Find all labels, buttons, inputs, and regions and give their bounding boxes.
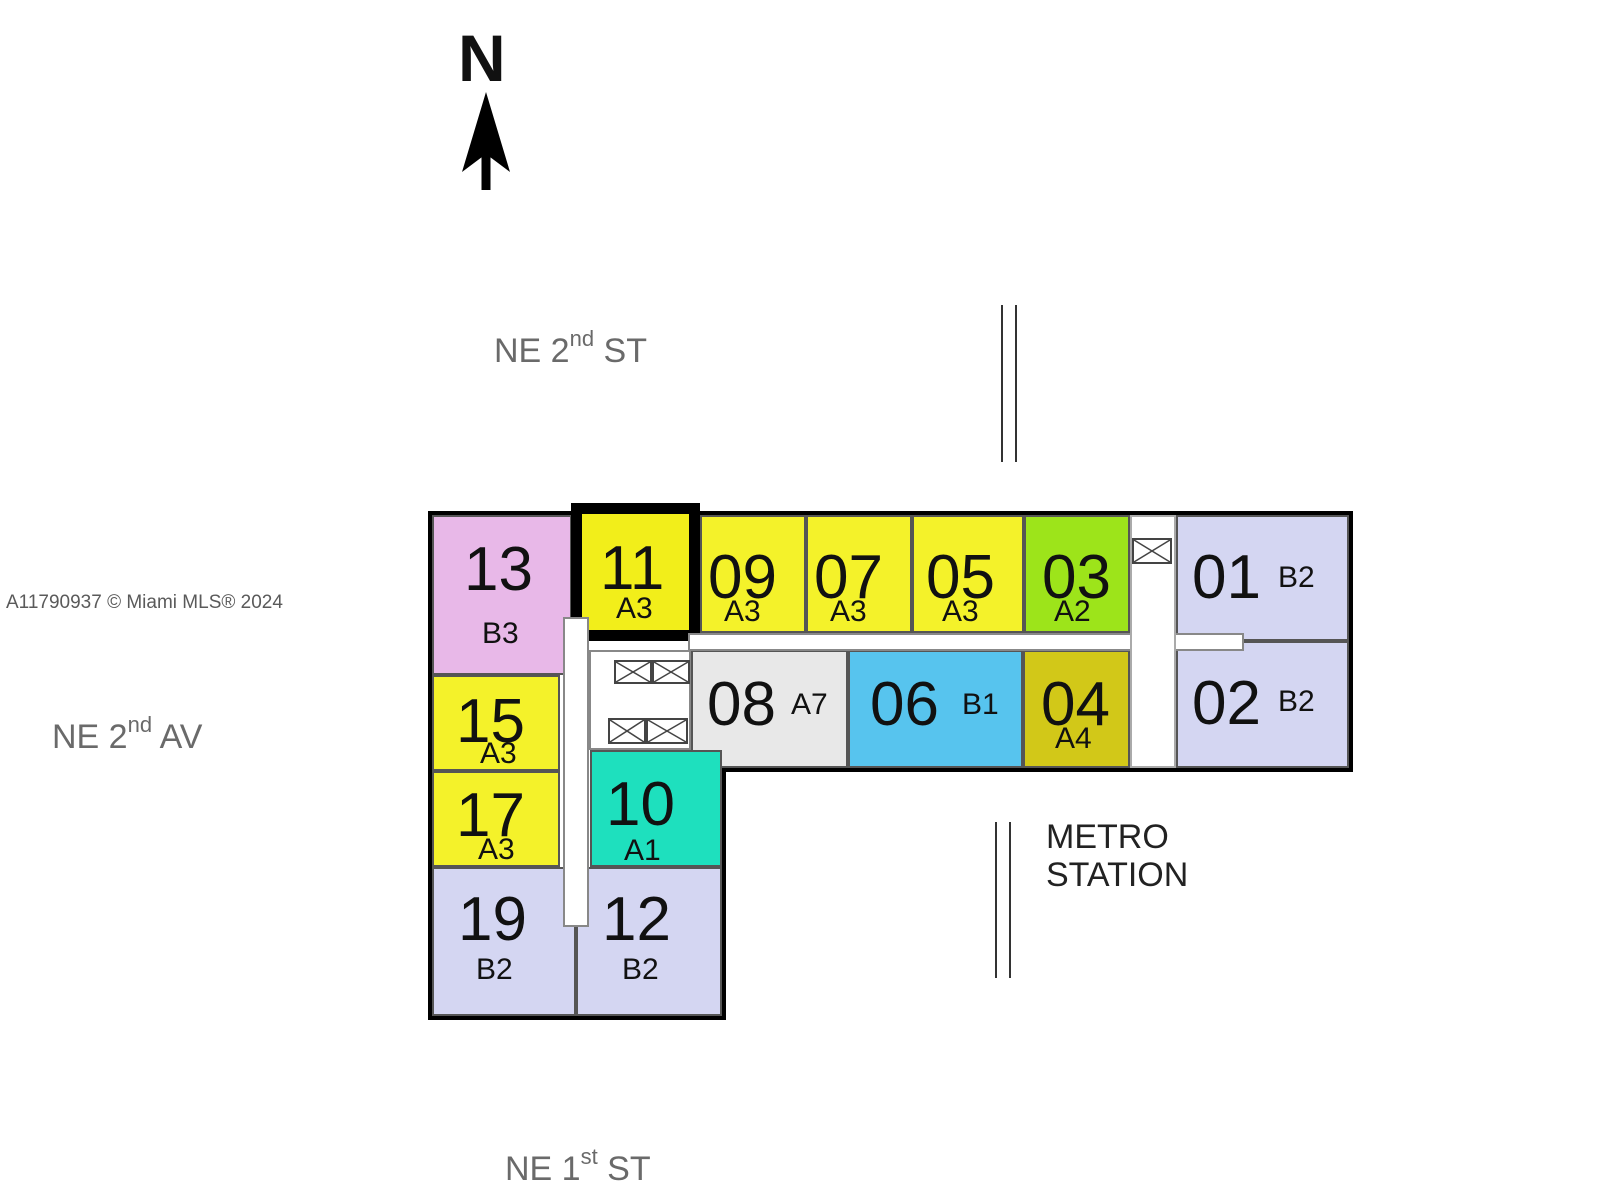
unit-type: B2 — [622, 953, 659, 986]
unit-number: 01 — [1192, 543, 1261, 612]
elevator-icon — [608, 718, 646, 744]
unit-type: B2 — [476, 953, 513, 986]
unit-number: 09 — [708, 543, 777, 612]
mls-watermark: A11790937 © Miami MLS® 2024 — [6, 592, 283, 613]
unit-08[interactable]: 08 A7 — [691, 650, 848, 768]
unit-12[interactable]: 12 B2 — [576, 867, 722, 1016]
unit-05[interactable]: 05 A3 — [912, 515, 1024, 633]
unit-number: 13 — [464, 535, 533, 604]
unit-01[interactable]: 01 B2 — [1176, 515, 1349, 641]
unit-type: A1 — [624, 834, 661, 867]
unit-number: 11 — [600, 534, 665, 603]
unit-number: 05 — [926, 543, 995, 612]
elevator-icon — [1132, 538, 1172, 564]
unit-type: B3 — [482, 617, 519, 650]
north-arrow-icon — [462, 92, 510, 190]
unit-type: A3 — [480, 737, 517, 770]
unit-number: 03 — [1042, 543, 1111, 612]
metro-station-label: METRO STATION — [1046, 818, 1189, 894]
unit-03[interactable]: 03 A2 — [1024, 515, 1130, 633]
unit-number: 17 — [456, 781, 525, 850]
unit-type: B1 — [962, 688, 999, 721]
unit-10[interactable]: 10 A1 — [590, 750, 722, 867]
unit-type: A3 — [942, 595, 979, 628]
unit-number: 06 — [870, 670, 939, 739]
unit-type: B2 — [1278, 685, 1315, 718]
unit-type: A4 — [1055, 722, 1092, 755]
unit-13[interactable]: 13 B3 — [432, 515, 572, 675]
unit-number: 15 — [456, 687, 525, 756]
unit-07[interactable]: 07 A3 — [806, 515, 912, 633]
street-label-west: NE 2nd AV — [52, 712, 203, 756]
unit-09[interactable]: 09 A3 — [700, 515, 806, 633]
street-label-north: NE 2nd ST — [494, 326, 647, 370]
unit-type: A7 — [791, 688, 828, 721]
unit-04[interactable]: 04 A4 — [1023, 650, 1130, 768]
unit-number: 19 — [458, 885, 527, 954]
elevator-icon — [652, 660, 690, 684]
unit-15[interactable]: 15 A3 — [432, 675, 560, 771]
unit-type: B2 — [1278, 561, 1315, 594]
street-label-south: NE 1st ST — [505, 1144, 651, 1188]
elevator-icon — [646, 718, 688, 744]
unit-number: 08 — [707, 670, 776, 739]
unit-type: A2 — [1054, 595, 1091, 628]
unit-number: 04 — [1041, 670, 1110, 739]
corridor-east-west — [688, 633, 1244, 651]
unit-number: 02 — [1192, 669, 1261, 738]
corridor-north-south — [563, 617, 589, 927]
unit-type: A3 — [830, 595, 867, 628]
elevator-icon — [614, 660, 652, 684]
unit-number: 12 — [602, 885, 671, 954]
unit-19[interactable]: 19 B2 — [432, 867, 576, 1016]
north-label: N — [458, 21, 506, 95]
unit-11-selected[interactable]: 11 A3 — [571, 503, 700, 641]
rail-line-north — [1001, 305, 1017, 462]
unit-type: A3 — [478, 833, 515, 866]
rail-line-south — [995, 822, 1011, 978]
unit-06[interactable]: 06 B1 — [848, 650, 1023, 768]
unit-type: A3 — [724, 595, 761, 628]
unit-type: A3 — [616, 592, 653, 625]
unit-number: 07 — [814, 543, 883, 612]
unit-17[interactable]: 17 A3 — [432, 771, 560, 867]
unit-number: 10 — [606, 770, 675, 839]
unit-02[interactable]: 02 B2 — [1176, 641, 1349, 768]
